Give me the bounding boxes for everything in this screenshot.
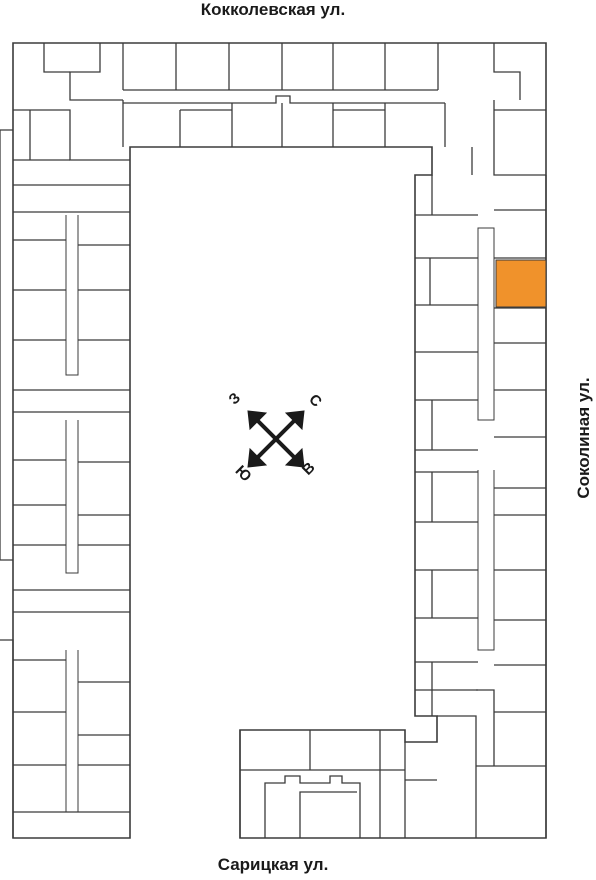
compass: С В Ю З — [225, 389, 325, 485]
south-wing — [239, 730, 437, 838]
street-label-south: Сарицкая ул. — [217, 855, 329, 874]
west-wing — [0, 129, 130, 838]
compass-arrows-icon — [247, 410, 305, 468]
street-label-east: Соколиная ул. — [574, 377, 593, 499]
compass-west: З — [225, 389, 244, 408]
compass-north: С — [305, 391, 325, 411]
highlighted-apartment[interactable] — [495, 259, 547, 308]
north-wing — [13, 43, 546, 176]
street-label-north: Кокколевская ул. — [200, 0, 346, 19]
